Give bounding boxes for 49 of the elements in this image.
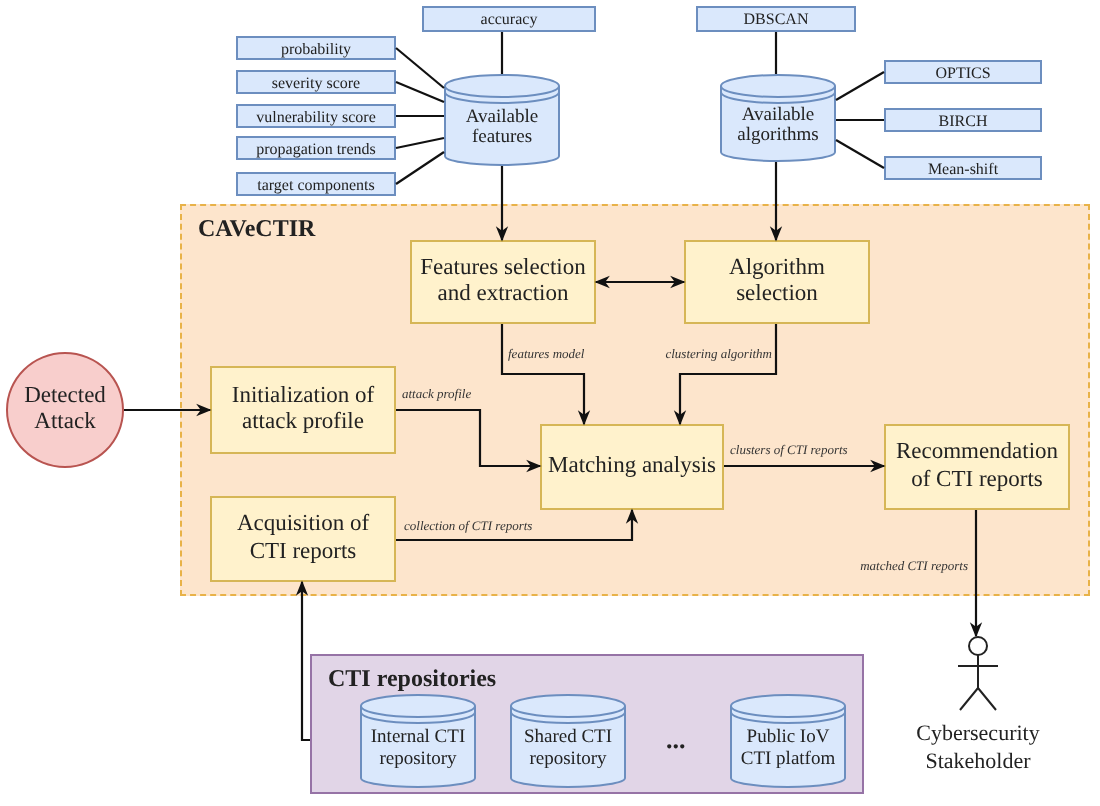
feature-box: BIRCH xyxy=(884,108,1042,132)
arrow xyxy=(769,162,783,242)
arrow xyxy=(500,324,591,426)
arrow xyxy=(495,166,509,242)
process-box: Recommendation of CTI reports xyxy=(884,424,1070,510)
connector-line xyxy=(395,81,445,103)
connector-line xyxy=(395,136,445,150)
repository-container xyxy=(310,654,864,794)
connector-line xyxy=(774,32,778,74)
arrow xyxy=(724,459,886,473)
arrow xyxy=(594,275,686,289)
actor-label: Cybersecurity Stakeholder xyxy=(916,720,1040,778)
connector-line xyxy=(395,47,445,89)
process-box: Matching analysis xyxy=(540,424,724,510)
arrow xyxy=(396,408,542,473)
container-title: CAVeCTIR xyxy=(198,214,316,244)
arrow xyxy=(673,324,778,426)
feature-box: severity score xyxy=(236,70,396,94)
connector-line xyxy=(836,118,884,122)
feature-box: OPTICS xyxy=(884,60,1042,84)
process-box: Algorithm selection xyxy=(684,240,870,324)
arrow xyxy=(124,403,212,417)
arrow xyxy=(396,508,639,542)
cylinder-label: Internal CTI repository xyxy=(368,728,468,770)
process-box: Features selection and extraction xyxy=(410,240,596,324)
feature-box: target components xyxy=(236,172,396,196)
connector-line xyxy=(500,32,504,74)
ellipsis-text: ... xyxy=(666,724,686,756)
system-container xyxy=(180,204,1090,596)
arrow xyxy=(969,510,983,638)
connector-line xyxy=(835,139,885,169)
cylinder-label: Available algorithms xyxy=(735,105,821,147)
feature-box: vulnerability score xyxy=(236,104,396,128)
process-box: Acquisition of CTI reports xyxy=(210,496,396,582)
feature-box: Mean-shift xyxy=(884,156,1042,180)
cylinder-label: Shared CTI repository xyxy=(521,728,615,770)
cylinder-label: Public IoV CTI platfom xyxy=(738,728,838,770)
feature-box: propagation trends xyxy=(236,136,396,160)
arrow xyxy=(295,580,310,742)
feature-box: DBSCAN xyxy=(696,6,856,32)
connector-line xyxy=(835,71,885,101)
container-title: CTI repositories xyxy=(328,664,497,694)
feature-box: probability xyxy=(236,36,396,60)
process-box: Initialization of attack profile xyxy=(210,366,396,454)
connector-line xyxy=(396,114,444,118)
feature-box: accuracy xyxy=(422,6,596,32)
event-circle: Detected Attack xyxy=(6,352,124,468)
connector-line xyxy=(395,151,445,185)
cylinder-label: Available features xyxy=(463,107,541,149)
